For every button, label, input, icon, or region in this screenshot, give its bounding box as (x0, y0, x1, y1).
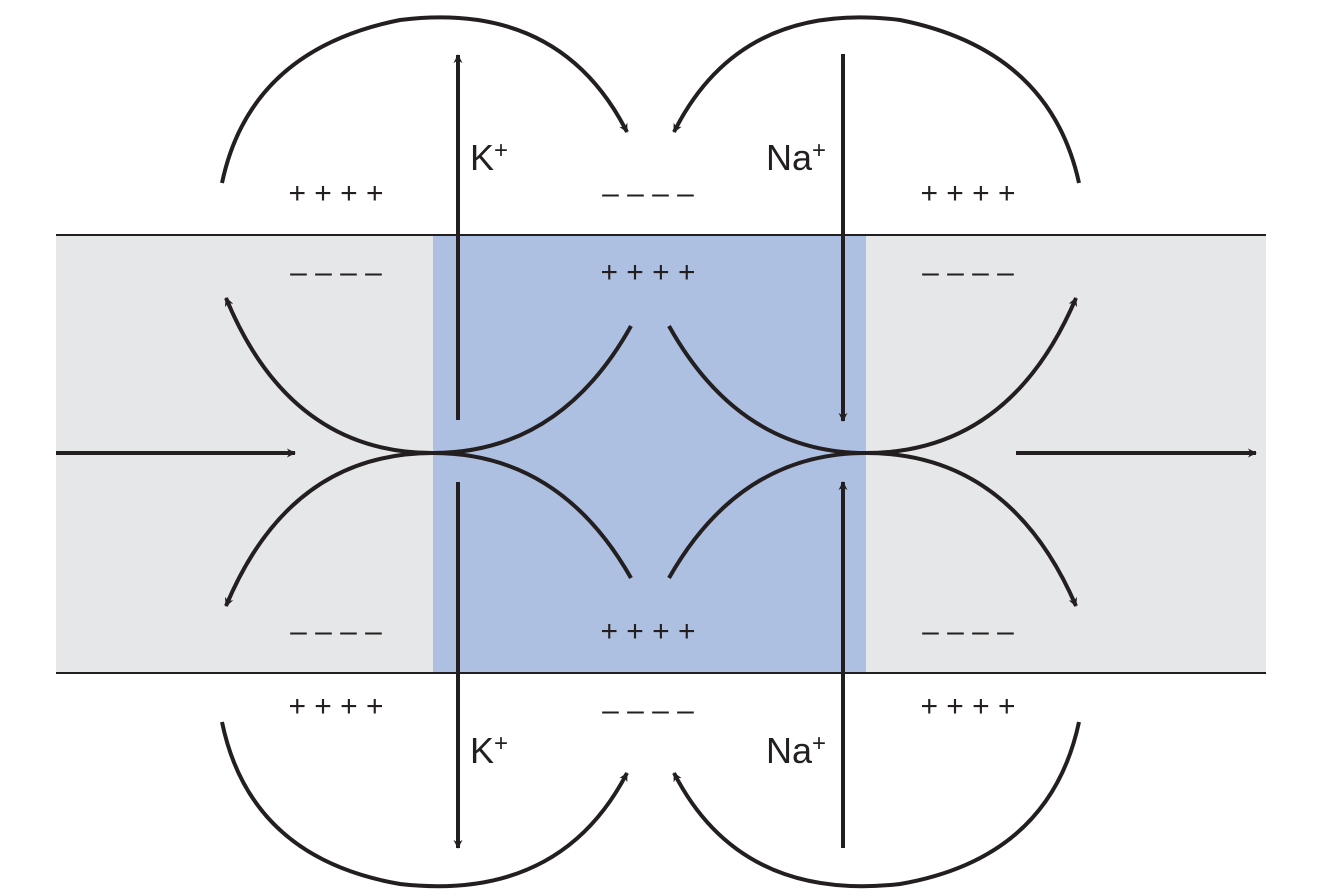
axon-depolarized-region (433, 235, 866, 673)
ion-charge: + (812, 137, 826, 164)
local-current-arrow-lower-left (224, 450, 633, 607)
charge-outer-top-middle: – – – – (602, 177, 694, 210)
charge-outer-bottom-left: + + + + (288, 690, 383, 723)
charge-outer-bottom-middle: – – – – (602, 694, 694, 727)
ion-symbol: K (470, 730, 494, 771)
charge-outer-top-left: + + + + (288, 177, 383, 210)
charge-inner-bottom-right: – – – – (922, 615, 1014, 648)
outer-current-arrow-top-right (672, 15, 1081, 184)
outer-current-arrow-top-left (220, 15, 629, 184)
charge-inner-bottom-left: – – – – (290, 615, 382, 648)
ion-label-na-top: Na+ (766, 137, 826, 178)
charge-outer-top-right: + + + + (920, 177, 1015, 210)
charge-inner-top-right: – – – – (922, 256, 1014, 289)
ion-symbol: Na (766, 137, 813, 178)
ion-symbol: Na (766, 730, 813, 771)
charge-inner-bottom-middle: + + + + (600, 615, 695, 648)
charge-inner-top-left: – – – – (290, 256, 382, 289)
ion-charge: + (494, 137, 508, 164)
charge-inner-top-middle: + + + + (600, 256, 695, 289)
ion-symbol: K (470, 137, 494, 178)
charge-outer-bottom-right: + + + + (920, 690, 1015, 723)
outer-current-arrow-bottom-right (672, 721, 1081, 889)
ion-label-k-bottom: K+ (470, 730, 508, 771)
ion-charge: + (494, 730, 508, 757)
ion-label-na-bottom: Na+ (766, 730, 826, 771)
ion-label-k-top: K+ (470, 137, 508, 178)
outer-current-arrow-bottom-left (220, 721, 629, 889)
local-current-arrow-lower-right (667, 450, 1078, 607)
ion-charge: + (812, 730, 826, 757)
